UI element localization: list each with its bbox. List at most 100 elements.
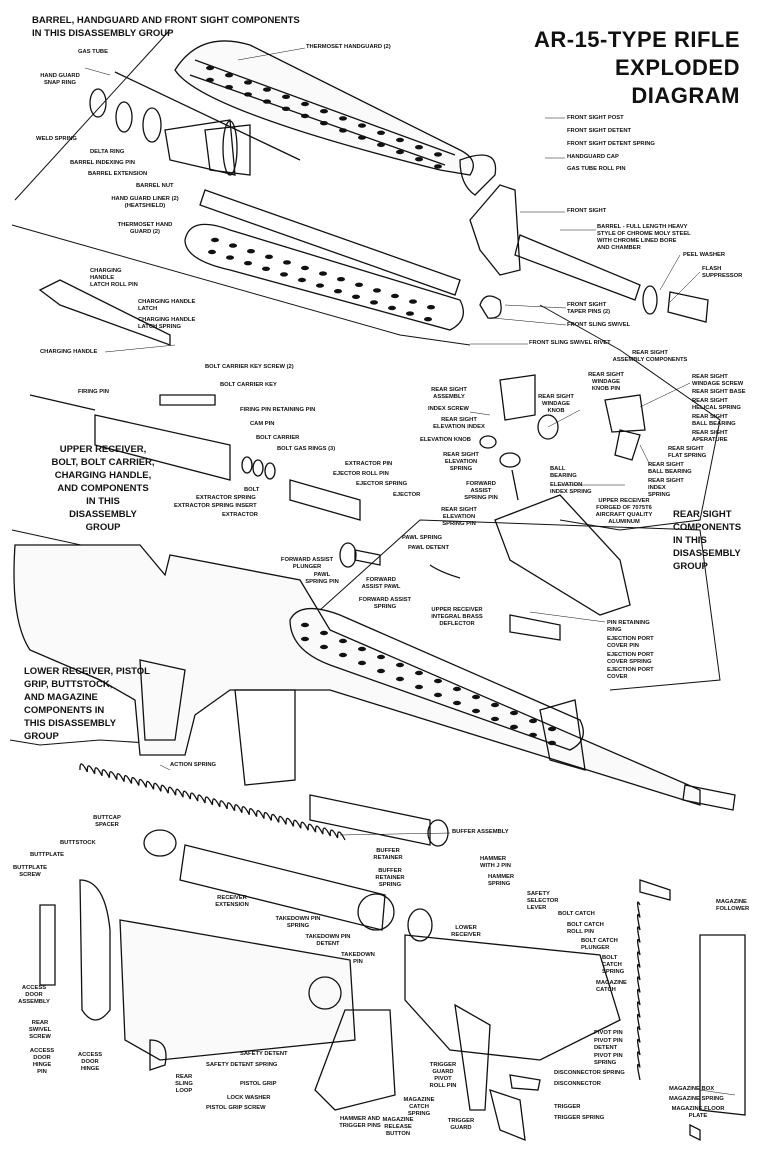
firing-pin-drawing bbox=[29, 394, 96, 411]
handguard-vent-hole bbox=[434, 692, 442, 698]
label-receiver-extension: RECEIVER EXTENSION bbox=[215, 895, 249, 908]
handguard-vent-hole bbox=[355, 282, 363, 287]
pistol-grip-drawing bbox=[314, 1009, 396, 1111]
handguard-vent-hole bbox=[320, 109, 328, 114]
receiver-extension-drawing bbox=[179, 844, 386, 931]
title-line-2: EXPLODED bbox=[614, 55, 740, 80]
label-handguard-cap: HANDGUARD CAP bbox=[567, 154, 619, 160]
handguard-vent-hole bbox=[424, 317, 432, 322]
handguard-vent-hole bbox=[247, 249, 255, 254]
handguard-vent-hole bbox=[388, 305, 396, 311]
label-elevation-index-spring: ELEVATION INDEX SPRING bbox=[550, 482, 592, 495]
leader-lines bbox=[84, 47, 736, 1096]
buttstock-drawing bbox=[119, 919, 356, 1061]
handguard-vent-hole bbox=[510, 724, 518, 730]
handguard-vent-hole bbox=[226, 255, 234, 260]
handguard-vent-hole bbox=[434, 678, 442, 684]
magazine-spring-drawing bbox=[636, 901, 641, 1081]
label-rear-sight-index-spring: REAR SIGHT INDEX SPRING bbox=[648, 478, 684, 498]
charging-handle-drawing bbox=[38, 279, 171, 346]
handguard-vent-hole bbox=[352, 294, 360, 299]
handguard-lower-drawing bbox=[184, 223, 464, 331]
handguard-upper-drawing bbox=[174, 40, 474, 176]
label-upper-receiver-integral-brass-deflector: UPPER RECEIVER INTEGRAL BRASS DEFLECTOR bbox=[431, 607, 483, 627]
flash-suppressor-drawing bbox=[667, 291, 709, 323]
label-forward-assist-pawl: FORWARD ASSIST PAWL bbox=[361, 577, 401, 590]
label-buffer-retainer-spring: BUFFER RETAINER SPRING bbox=[375, 868, 405, 888]
label-charging-handle-latch: CHARGING HANDLE LATCH bbox=[138, 299, 196, 312]
handguard-vent-hole bbox=[548, 740, 556, 746]
label-buttcap-spacer: BUTTCAP SPACER bbox=[93, 815, 121, 828]
label-bolt-carrier-key-screw: BOLT CARRIER KEY SCREW (2) bbox=[205, 364, 294, 370]
label-pawl-spring: PAWL SPRING bbox=[402, 535, 443, 541]
handguard-vent-hole bbox=[211, 237, 219, 243]
handguard-vent-hole bbox=[377, 142, 385, 147]
label-access-door-assembly: ACCESS DOOR ASSEMBLY bbox=[18, 985, 50, 1005]
handguard-vent-hole bbox=[334, 289, 342, 294]
handguard-vent-hole bbox=[415, 157, 423, 162]
lower-receiver-ring-drawing bbox=[407, 908, 433, 942]
group-barrel-heading: BARREL, HANDGUARD and FRONT SIGHT COMPON… bbox=[32, 15, 300, 39]
handguard-vent-hole bbox=[320, 630, 328, 636]
label-pivot-pin: PIVOT PIN bbox=[594, 1030, 623, 1036]
label-hammer-and-trigger-pins: HAMMER AND TRIGGER PINS bbox=[339, 1116, 381, 1129]
handguard-vent-hole bbox=[396, 149, 404, 155]
label-charging-handle-latch-roll-pin: CHARGING HANDLE LATCH ROLL PIN bbox=[90, 268, 138, 288]
label-hand-guard-snap-ring: HAND GUARD SNAP RING bbox=[40, 73, 80, 86]
action-spring-drawing bbox=[79, 763, 346, 841]
label-lower-receiver: LOWER RECEIVER bbox=[451, 925, 481, 938]
lower-receiver-drawing bbox=[404, 934, 621, 1061]
upper-receiver-drawing bbox=[494, 494, 631, 616]
handguard-vent-hole bbox=[244, 80, 252, 85]
label-pawl-spring-pin: PAWL SPRING PIN bbox=[305, 572, 339, 585]
label-safety-detent: SAFETY DETENT bbox=[240, 1051, 288, 1057]
handguard-vent-hole bbox=[319, 271, 327, 276]
assembled-rifle-drawing bbox=[13, 544, 736, 811]
handguard-vent-hole bbox=[377, 654, 385, 660]
handguard-vent-hole bbox=[529, 718, 537, 724]
bolt-carrier-drawing bbox=[94, 414, 231, 481]
front-sight-drawing bbox=[469, 184, 521, 276]
label-hammer-with-j-pin: HAMMER WITH J PIN bbox=[480, 856, 511, 869]
label-barrel-indexing-pin: BARREL INDEXING PIN bbox=[70, 160, 135, 166]
label-buttstock: BUTTSTOCK bbox=[60, 840, 96, 846]
label-bolt-gas-rings: BOLT GAS RINGS (3) bbox=[277, 446, 336, 452]
label-delta-ring: DELTA RING bbox=[90, 149, 125, 155]
handguard-vent-hole bbox=[301, 265, 309, 271]
label-magazine-box: MAGAZINE BOX bbox=[669, 1086, 715, 1092]
handguard-vent-hole bbox=[548, 726, 556, 732]
handguard-vent-hole bbox=[339, 638, 347, 644]
handguard-vent-hole bbox=[265, 254, 273, 259]
handguard-vent-hole bbox=[396, 137, 404, 143]
trigger-drawing bbox=[489, 1089, 526, 1142]
handguard-vent-hole bbox=[453, 686, 461, 692]
label-ball-bearing: BALL BEARING bbox=[550, 466, 577, 479]
label-access-door-hinge-pin: ACCESS DOOR HINGE PIN bbox=[29, 1048, 55, 1075]
handguard-vent-hole bbox=[301, 101, 309, 107]
label-cam-pin: CAM PIN bbox=[250, 421, 275, 427]
handguard-vent-hole bbox=[396, 676, 404, 682]
label-rear-sight-windage-knob: REAR SIGHT WINDAGE KNOB bbox=[538, 394, 574, 414]
handguard-vent-hole bbox=[358, 135, 366, 140]
handguard-vent-hole bbox=[320, 644, 328, 650]
handguard-vent-hole bbox=[370, 300, 378, 305]
label-pawl-detent: PAWL DETENT bbox=[408, 545, 450, 551]
magazine-floor-plate-drawing bbox=[689, 1123, 701, 1142]
disconnector-drawing bbox=[509, 1074, 541, 1091]
label-rear-sight-assembly: REAR SIGHT ASSEMBLY bbox=[431, 387, 467, 400]
label-safety-detent-spring: SAFETY DETENT SPRING bbox=[206, 1062, 278, 1068]
handguard-vent-hole bbox=[427, 305, 435, 310]
label-front-sling-swivel-rivet: FRONT SLING SWIVEL RIVET bbox=[529, 340, 611, 346]
handguard-vent-hole bbox=[301, 636, 309, 642]
handguard-vent-hole bbox=[244, 92, 252, 97]
label-upper-receiver: UPPER RECEIVER FORGED OF 7075T6 AIRCRAFT… bbox=[595, 498, 653, 525]
label-rear-sight-windage-knob-pin: REAR SIGHT WINDAGE KNOB PIN bbox=[588, 372, 624, 392]
label-pivot-pin-detent: PIVOT PIN DETENT bbox=[594, 1038, 623, 1051]
handguard-vent-hole bbox=[472, 708, 480, 714]
handguard-vent-hole bbox=[320, 121, 328, 126]
label-extractor-pin: EXTRACTOR PIN bbox=[345, 461, 393, 467]
label-barrel-nut: BARREL NUT bbox=[136, 183, 174, 189]
label-ejection-port-cover: EJECTION PORT COVER bbox=[607, 667, 654, 680]
trigger-guard-drawing bbox=[454, 1003, 491, 1111]
peel-washer-drawing bbox=[642, 285, 658, 315]
